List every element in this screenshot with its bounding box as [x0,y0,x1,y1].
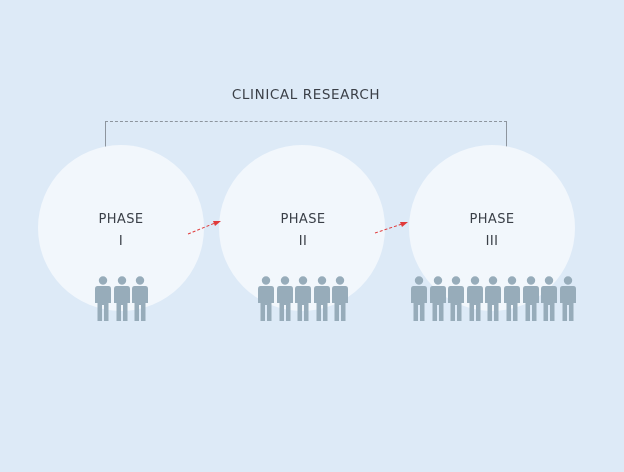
person-icon [313,276,330,321]
phase-1-label: PHASE I [71,209,171,253]
person-icon [295,276,312,321]
phase-1-participants [95,276,149,321]
person-icon [332,276,349,321]
phase-2-word: PHASE [280,212,326,227]
phase-1-numeral: I [118,234,124,249]
phase-3-participants [411,276,576,321]
phase-3-numeral: III [485,234,499,249]
person-icon [113,276,130,321]
phase-2-numeral: II [298,234,308,249]
phase-2-label: PHASE II [253,209,353,253]
person-icon [522,276,539,321]
research-bracket [105,121,507,149]
phase-3-label: PHASE III [442,209,542,253]
person-icon [541,276,558,321]
person-icon [276,276,293,321]
person-icon [429,276,446,321]
person-icon [258,276,274,321]
person-icon [132,276,149,321]
person-icon [448,276,465,321]
person-icon [95,276,111,321]
diagram-title: CLINICAL RESEARCH [231,87,381,103]
arrow-phase-2-to-3 [374,222,408,234]
person-icon [503,276,520,321]
person-icon [411,276,427,321]
phase-3-word: PHASE [469,212,515,227]
person-icon [466,276,483,321]
arrow-phase-1-to-2 [187,221,221,235]
person-icon [485,276,502,321]
phase-1-word: PHASE [98,212,144,227]
phase-2-participants [258,276,349,321]
person-icon [559,276,576,321]
